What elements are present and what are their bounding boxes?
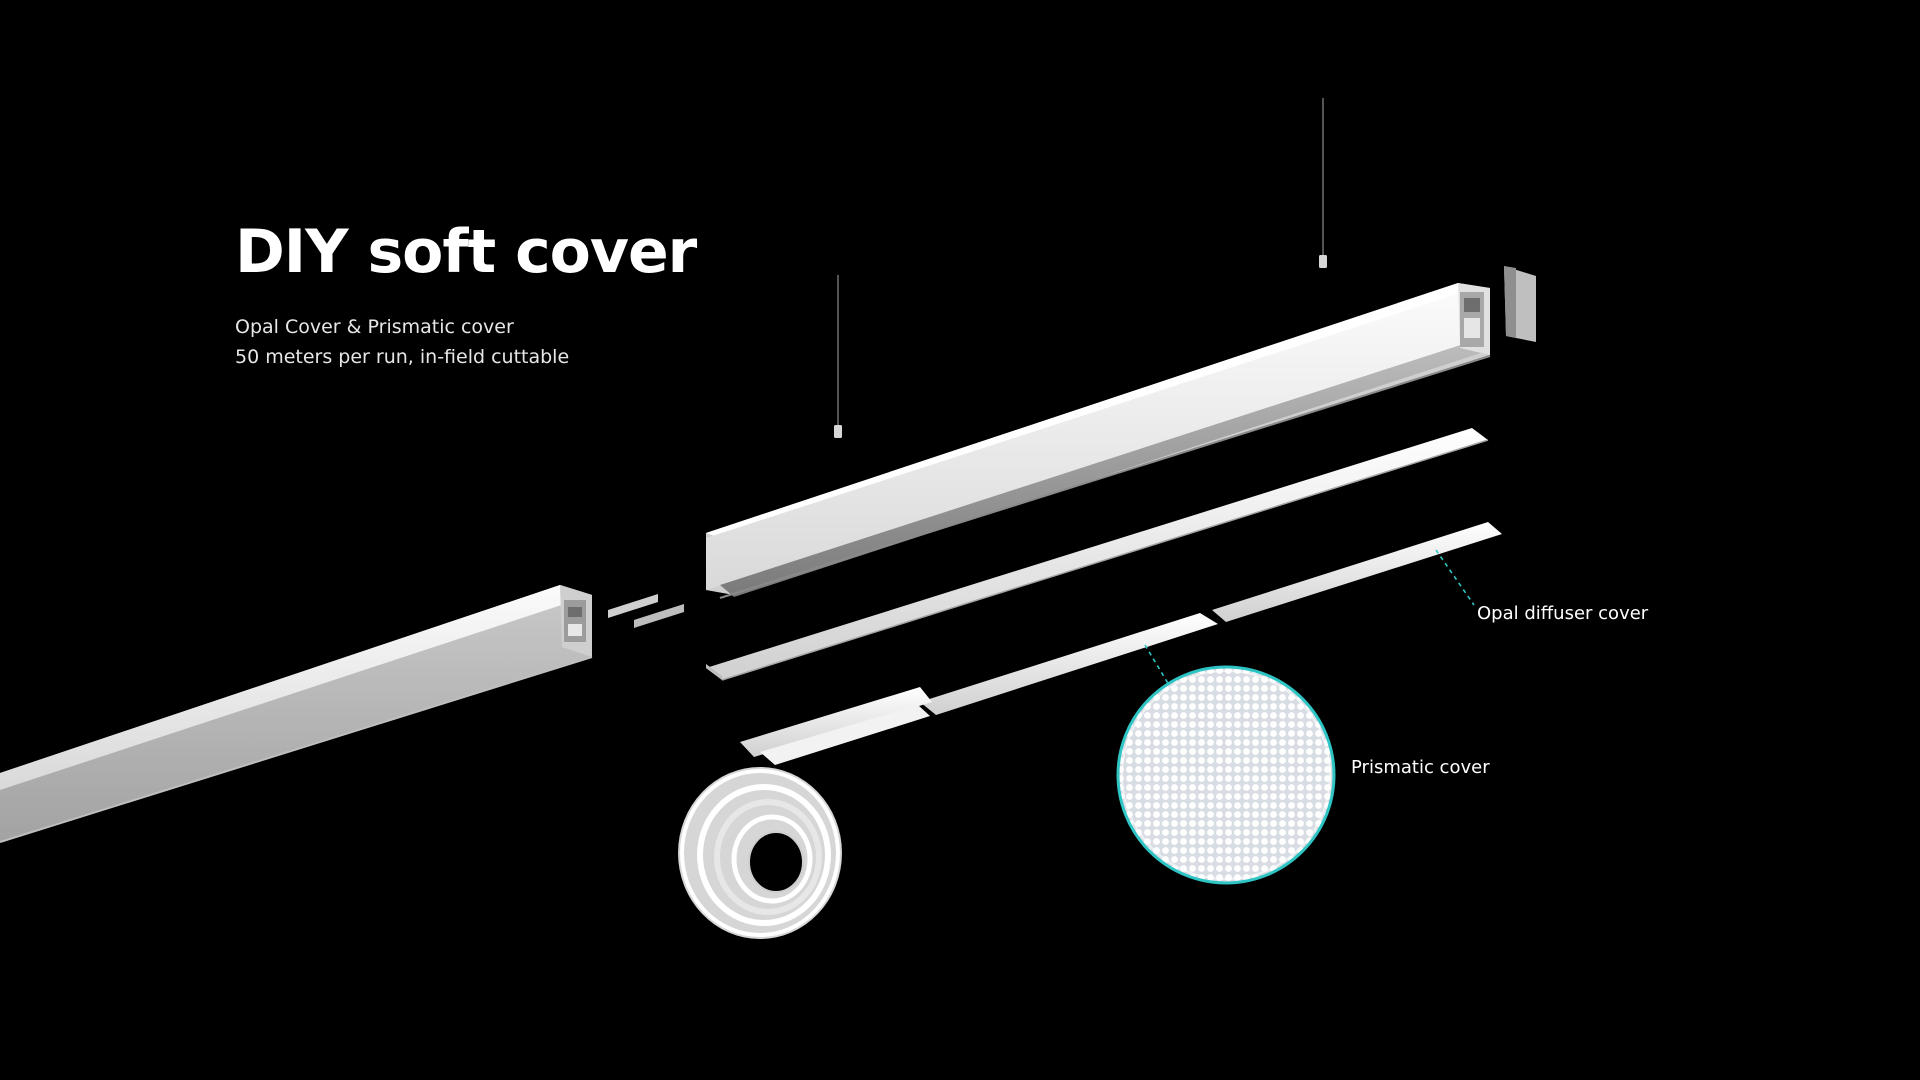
opal-diffuser-callout: Opal diffuser cover	[1477, 603, 1649, 624]
headline: DIY soft cover	[235, 217, 697, 287]
opal-diffuser-strip	[706, 428, 1489, 681]
cover-roll-icon	[678, 705, 930, 939]
magnifier-circle-icon	[1116, 665, 1336, 885]
connector-pieces	[608, 594, 684, 628]
prismatic-cover-callout: Prismatic cover	[1351, 757, 1490, 778]
subtitle-line-1: Opal Cover & Prismatic cover	[235, 316, 514, 338]
aluminum-profile-left	[0, 585, 593, 843]
prismatic-strip-segments	[740, 522, 1502, 757]
subtitle-line-2: 50 meters per run, in-field cuttable	[235, 346, 570, 368]
suspension-cable-icon	[834, 98, 1327, 438]
end-cap-icon	[1504, 266, 1536, 342]
aluminum-profile-icon	[706, 283, 1491, 599]
